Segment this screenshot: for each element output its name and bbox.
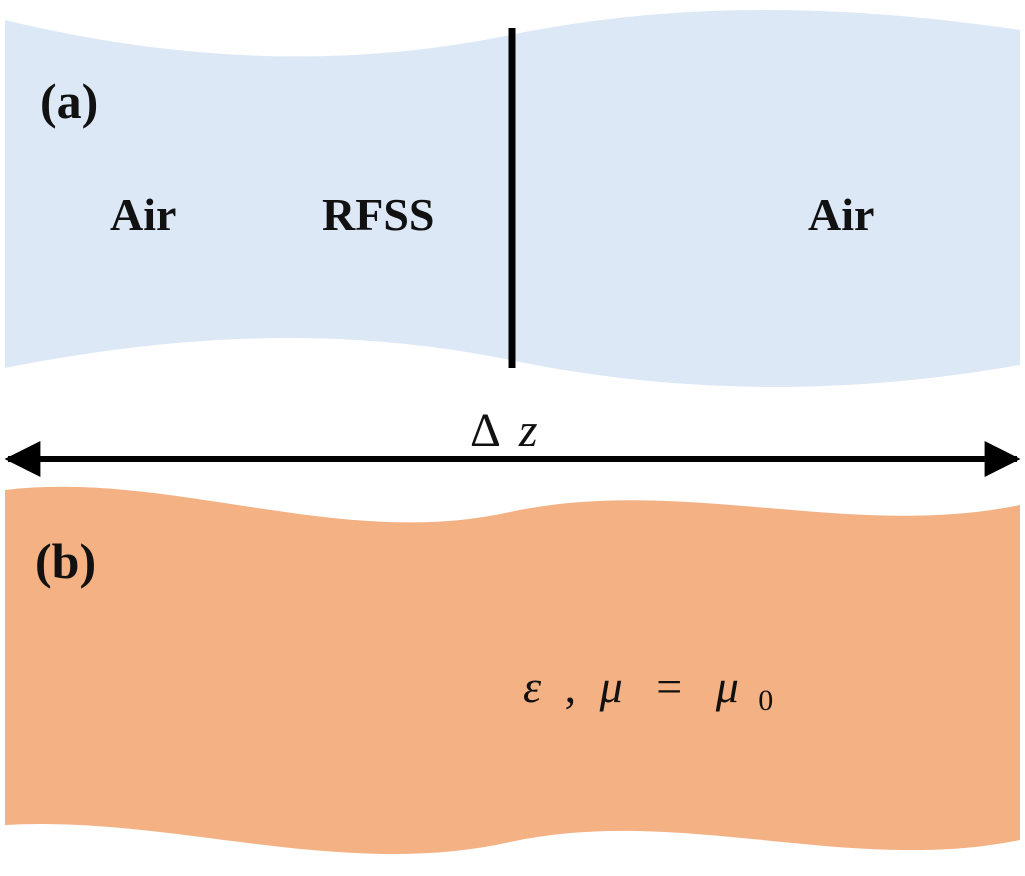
air-left-label: Air [110, 189, 176, 240]
delta-z-dimension: Δ z [4, 404, 1021, 477]
delta-z-label: Δ z [470, 404, 538, 457]
rfss-label: RFSS [322, 189, 434, 240]
mu-symbol: μ [599, 661, 623, 712]
panel-b: (b) ε , μ = μ 0 [5, 486, 1020, 855]
panel-b-background [5, 486, 1020, 855]
z-variable: z [518, 404, 538, 457]
air-right-label: Air [808, 189, 874, 240]
panel-b-tag: (b) [35, 533, 96, 589]
comma-sep: , [565, 661, 577, 712]
mu0-subscript: 0 [758, 684, 773, 717]
panel-a: (a) Air RFSS Air [5, 10, 1020, 387]
epsilon-symbol: ε [523, 661, 542, 712]
equals-sign: = [656, 661, 682, 712]
panel-a-tag: (a) [40, 73, 98, 129]
permittivity-equation: ε , μ = μ 0 [523, 661, 773, 717]
delta-symbol: Δ [470, 404, 501, 457]
mu0-symbol: μ [715, 661, 739, 712]
